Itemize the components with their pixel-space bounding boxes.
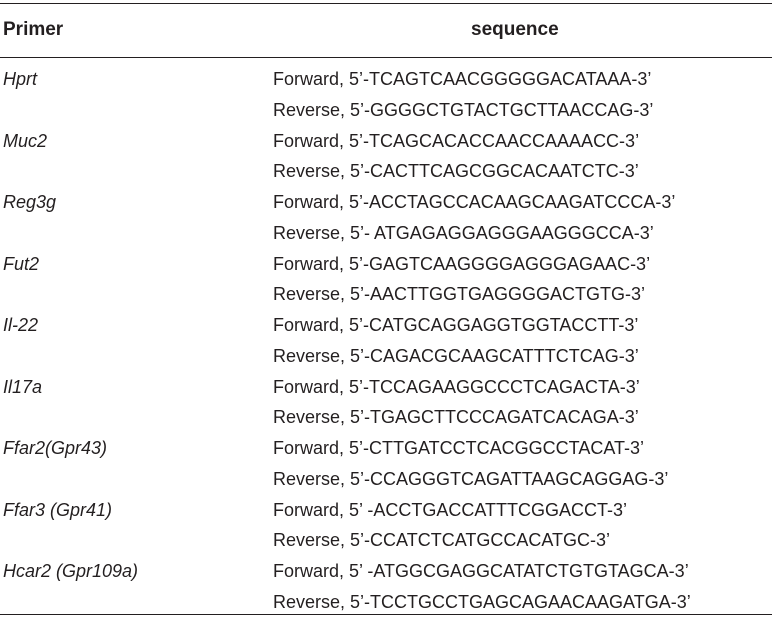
gene-name: Muc2 [3,130,48,151]
forward-sequence: Forward, 5’-TCAGCACACCAACCAAAACC-3’ [273,130,640,151]
forward-sequence: Forward, 5’-TCCAGAAGGCCCTCAGACTA-3’ [273,376,640,397]
forward-sequence: Forward, 5’-ACCTAGCCACAAGCAAGATCCCA-3’ [273,192,676,212]
table-row-reg3g: Reg3g Forward, 5’-ACCTAGCCACAAGCAAGATCCC… [0,188,772,250]
reverse-sequence: Reverse, 5’- ATGAGAGGAGGGAAGGGCCA-3’ [273,222,654,243]
table-header-row: Primer sequence [0,4,772,57]
forward-sequence: Forward, 5’-CTTGATCCTCACGGCCTACAT-3’ [273,438,645,458]
gene-name: Hcar2 (Gpr109a) [3,561,139,581]
forward-sequence: Forward, 5’-GAGTCAAGGGGAGGGAGAAC-3’ [273,253,651,274]
table-header-rule [0,57,772,58]
gene-name: Il-22 [3,315,39,335]
reverse-sequence: Reverse, 5’-CCAGGGTCAGATTAAGCAGGAG-3’ [273,468,669,489]
table-row-hprt: Hprt Forward, 5’-TCAGTCAACGGGGGACATAAA-3… [0,65,772,127]
table-row-fut2: Fut2 Forward, 5’-GAGTCAAGGGGAGGGAGAAC-3’… [0,250,772,312]
table-row-il22: Il-22 Forward, 5’-CATGCAGGAGGTGGTACCTT-3… [0,311,772,373]
reverse-sequence: Reverse, 5’-GGGGCTGTACTGCTTAACCAG-3’ [273,99,654,120]
table-top-rule [0,3,772,4]
reverse-sequence: Reverse, 5’-AACTTGGTGAGGGGACTGTG-3’ [273,284,646,305]
gene-name: Il17a [3,376,43,397]
table-row-hcar2: Hcar2 (Gpr109a) Forward, 5’ -ATGGCGAGGCA… [0,557,772,619]
reverse-sequence: Reverse, 5’-CACTTCAGCGGCACAATCTC-3’ [273,161,639,182]
gene-name: Ffar2(Gpr43) [3,438,108,458]
reverse-sequence: Reverse, 5’-TCCTGCCTGAGCAGAACAAGATGA-3’ [273,591,691,612]
forward-sequence: Forward, 5’-TCAGTCAACGGGGGACATAAA-3’ [273,69,652,89]
header-primer: Primer [3,19,64,40]
table-row-il17a: Il17a Forward, 5’-TCCAGAAGGCCCTCAGACTA-3… [0,373,772,435]
table-bottom-rule [0,614,772,615]
table-row-ffar3: Ffar3 (Gpr41) Forward, 5’ -ACCTGACCATTTC… [0,496,772,558]
table-row-ffar2: Ffar2(Gpr43) Forward, 5’-CTTGATCCTCACGGC… [0,434,772,496]
reverse-sequence: Reverse, 5’-TGAGCTTCCCAGATCACAGA-3’ [273,407,639,428]
table-body: Hprt Forward, 5’-TCAGTCAACGGGGGACATAAA-3… [0,65,772,619]
forward-sequence: Forward, 5’ -ACCTGACCATTTCGGACCT-3’ [273,499,628,520]
forward-sequence: Forward, 5’ -ATGGCGAGGCATATCTGTGTAGCA-3’ [273,561,689,581]
gene-name: Fut2 [3,253,40,274]
gene-name: Reg3g [3,192,57,212]
table-row-muc2: Muc2 Forward, 5’-TCAGCACACCAACCAAAACC-3’… [0,127,772,189]
header-sequence: sequence [471,19,559,40]
reverse-sequence: Reverse, 5’-CCATCTCATGCCACATGC-3’ [273,530,611,551]
reverse-sequence: Reverse, 5’-CAGACGCAAGCATTTCTCAG-3’ [273,345,639,366]
gene-name: Ffar3 (Gpr41) [3,499,113,520]
forward-sequence: Forward, 5’-CATGCAGGAGGTGGTACCTT-3’ [273,315,639,335]
gene-name: Hprt [3,69,38,89]
